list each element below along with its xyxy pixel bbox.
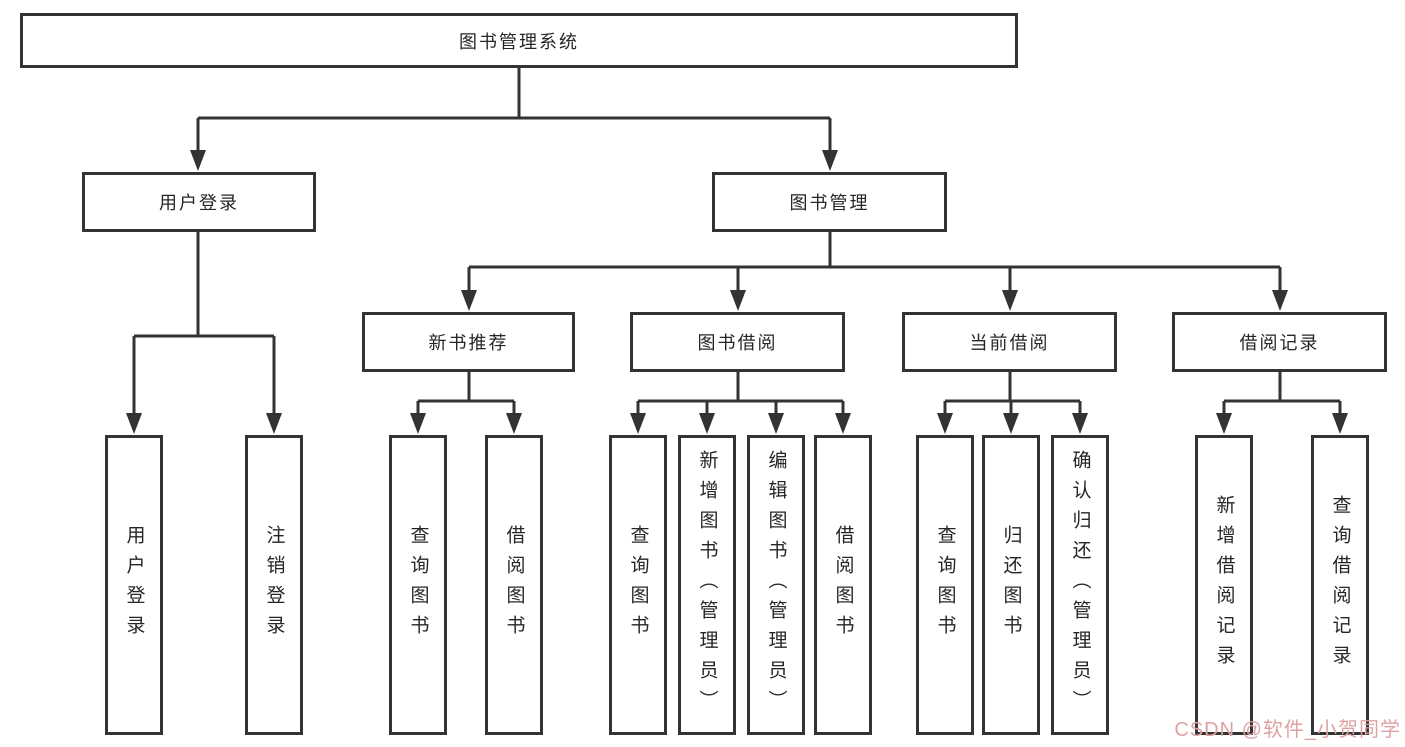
leaf-query-books-current: 查询图书 [916,435,974,735]
node-book-borrowing: 图书借阅 [630,312,845,372]
node-user-login: 用户登录 [82,172,316,232]
leaf-return-books: 归还图书 [982,435,1040,735]
leaf-query-books-borrowing: 查询图书 [609,435,667,735]
arrowheads [126,150,1348,434]
leaf-user-login: 用户登录 [105,435,163,735]
node-book-management: 图书管理 [712,172,947,232]
leaf-borrow-books-recommend: 借阅图书 [485,435,543,735]
leaf-edit-books-admin: 编辑图书（管理员） [747,435,805,735]
node-new-book-recommend: 新书推荐 [362,312,575,372]
node-current-borrowing: 当前借阅 [902,312,1117,372]
leaf-add-borrow-record: 新增借阅记录 [1195,435,1253,735]
csdn-watermark: CSDN @软件_小贺同学 [1174,719,1401,741]
leaf-query-borrow-record: 查询借阅记录 [1311,435,1369,735]
leaf-logout: 注销登录 [245,435,303,735]
leaf-add-books-admin: 新增图书（管理员） [678,435,736,735]
node-borrow-records: 借阅记录 [1172,312,1387,372]
leaf-query-books-recommend: 查询图书 [389,435,447,735]
node-root: 图书管理系统 [20,13,1018,68]
leaf-borrow-books-borrowing: 借阅图书 [814,435,872,735]
leaf-confirm-return-admin: 确认归还（管理员） [1051,435,1109,735]
